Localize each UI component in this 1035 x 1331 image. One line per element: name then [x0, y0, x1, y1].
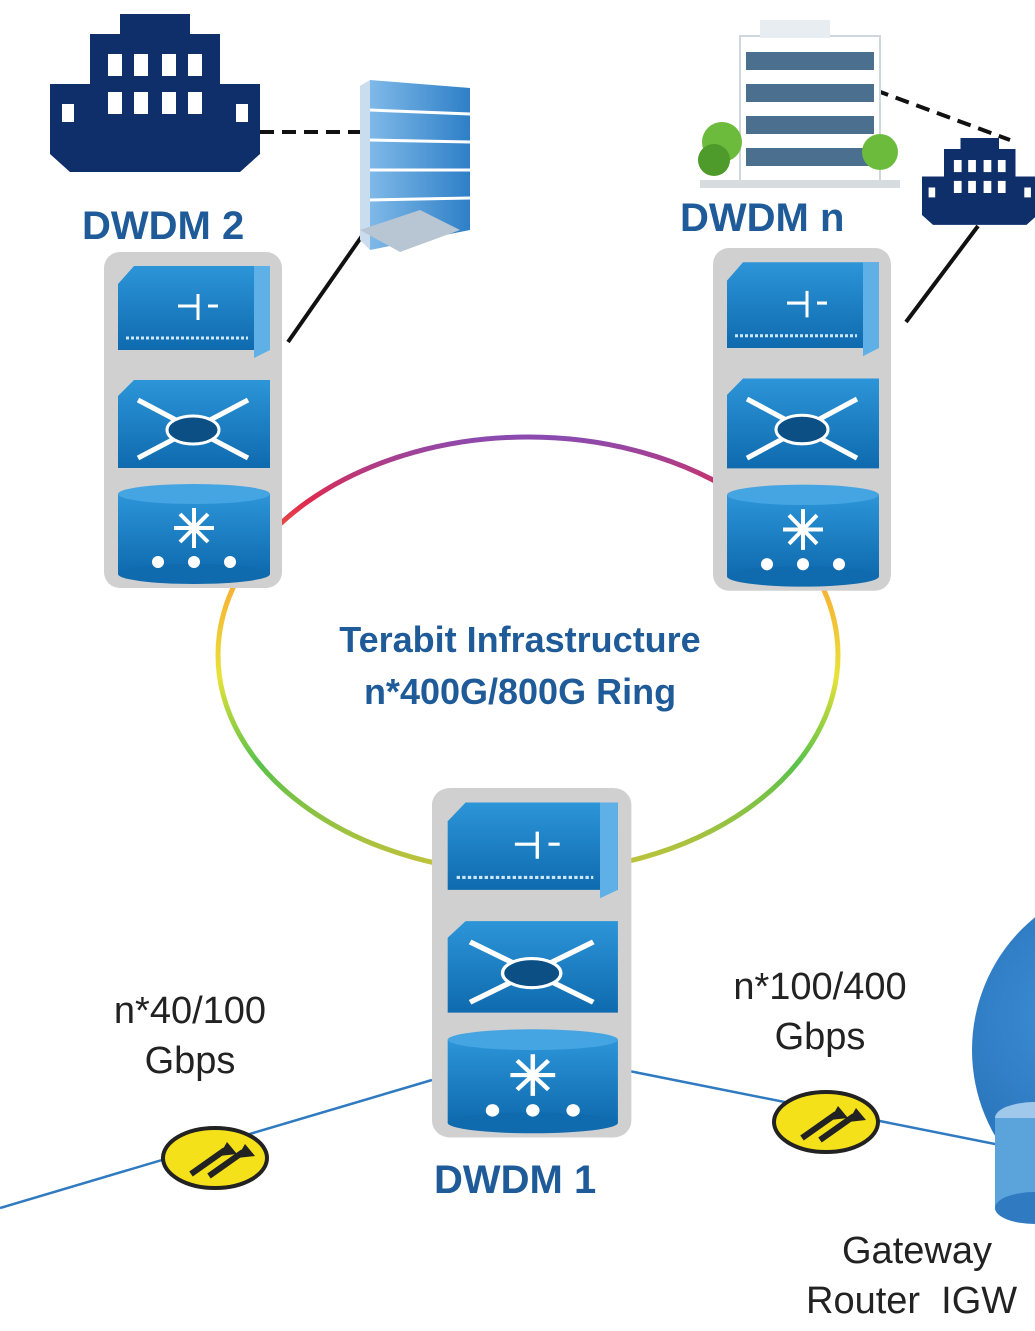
right-speed-label: n*100/400 Gbps [700, 962, 940, 1062]
traffic-symbol-left [163, 1128, 267, 1188]
enterprise-building-icon-right [922, 138, 1035, 225]
dwdm2-label: DWDM 2 [82, 204, 245, 248]
dwdmn-device-stack [713, 248, 891, 591]
ring-title: Terabit Infrastructure n*400G/800G Ring [270, 614, 770, 718]
left-speed-line2: Gbps [144, 1040, 236, 1082]
gateway-line2: Router IGW [806, 1280, 1018, 1322]
gateway-label: Gateway Router IGW [806, 1226, 1017, 1326]
dwdmn-label: DWDM n [680, 196, 845, 240]
left-speed-label: n*40/100 Gbps [80, 986, 300, 1086]
link-dwdm2-office [286, 234, 364, 344]
gateway-globe-icon [972, 917, 1035, 1224]
ring-title-line2: n*400G/800G Ring [363, 671, 677, 712]
ring-title-line1: Terabit Infrastructure [339, 619, 701, 660]
right-speed-line2: Gbps [774, 1016, 866, 1058]
dwdm1-device-stack [432, 788, 631, 1137]
dwdm1-label: DWDM 1 [434, 1158, 597, 1202]
traffic-symbol-right [774, 1092, 878, 1152]
hq-building-icon [698, 20, 900, 188]
right-speed-line1: n*100/400 [733, 966, 907, 1008]
gateway-line1: Gateway [842, 1230, 992, 1272]
enterprise-building-icon [50, 14, 260, 172]
dashed-link-right [874, 88, 1011, 142]
left-speed-line1: n*40/100 [113, 990, 267, 1032]
office-building-icon [360, 80, 471, 252]
dwdm2-device-stack [104, 252, 282, 588]
link-dwdmn-enterprise [904, 224, 980, 324]
